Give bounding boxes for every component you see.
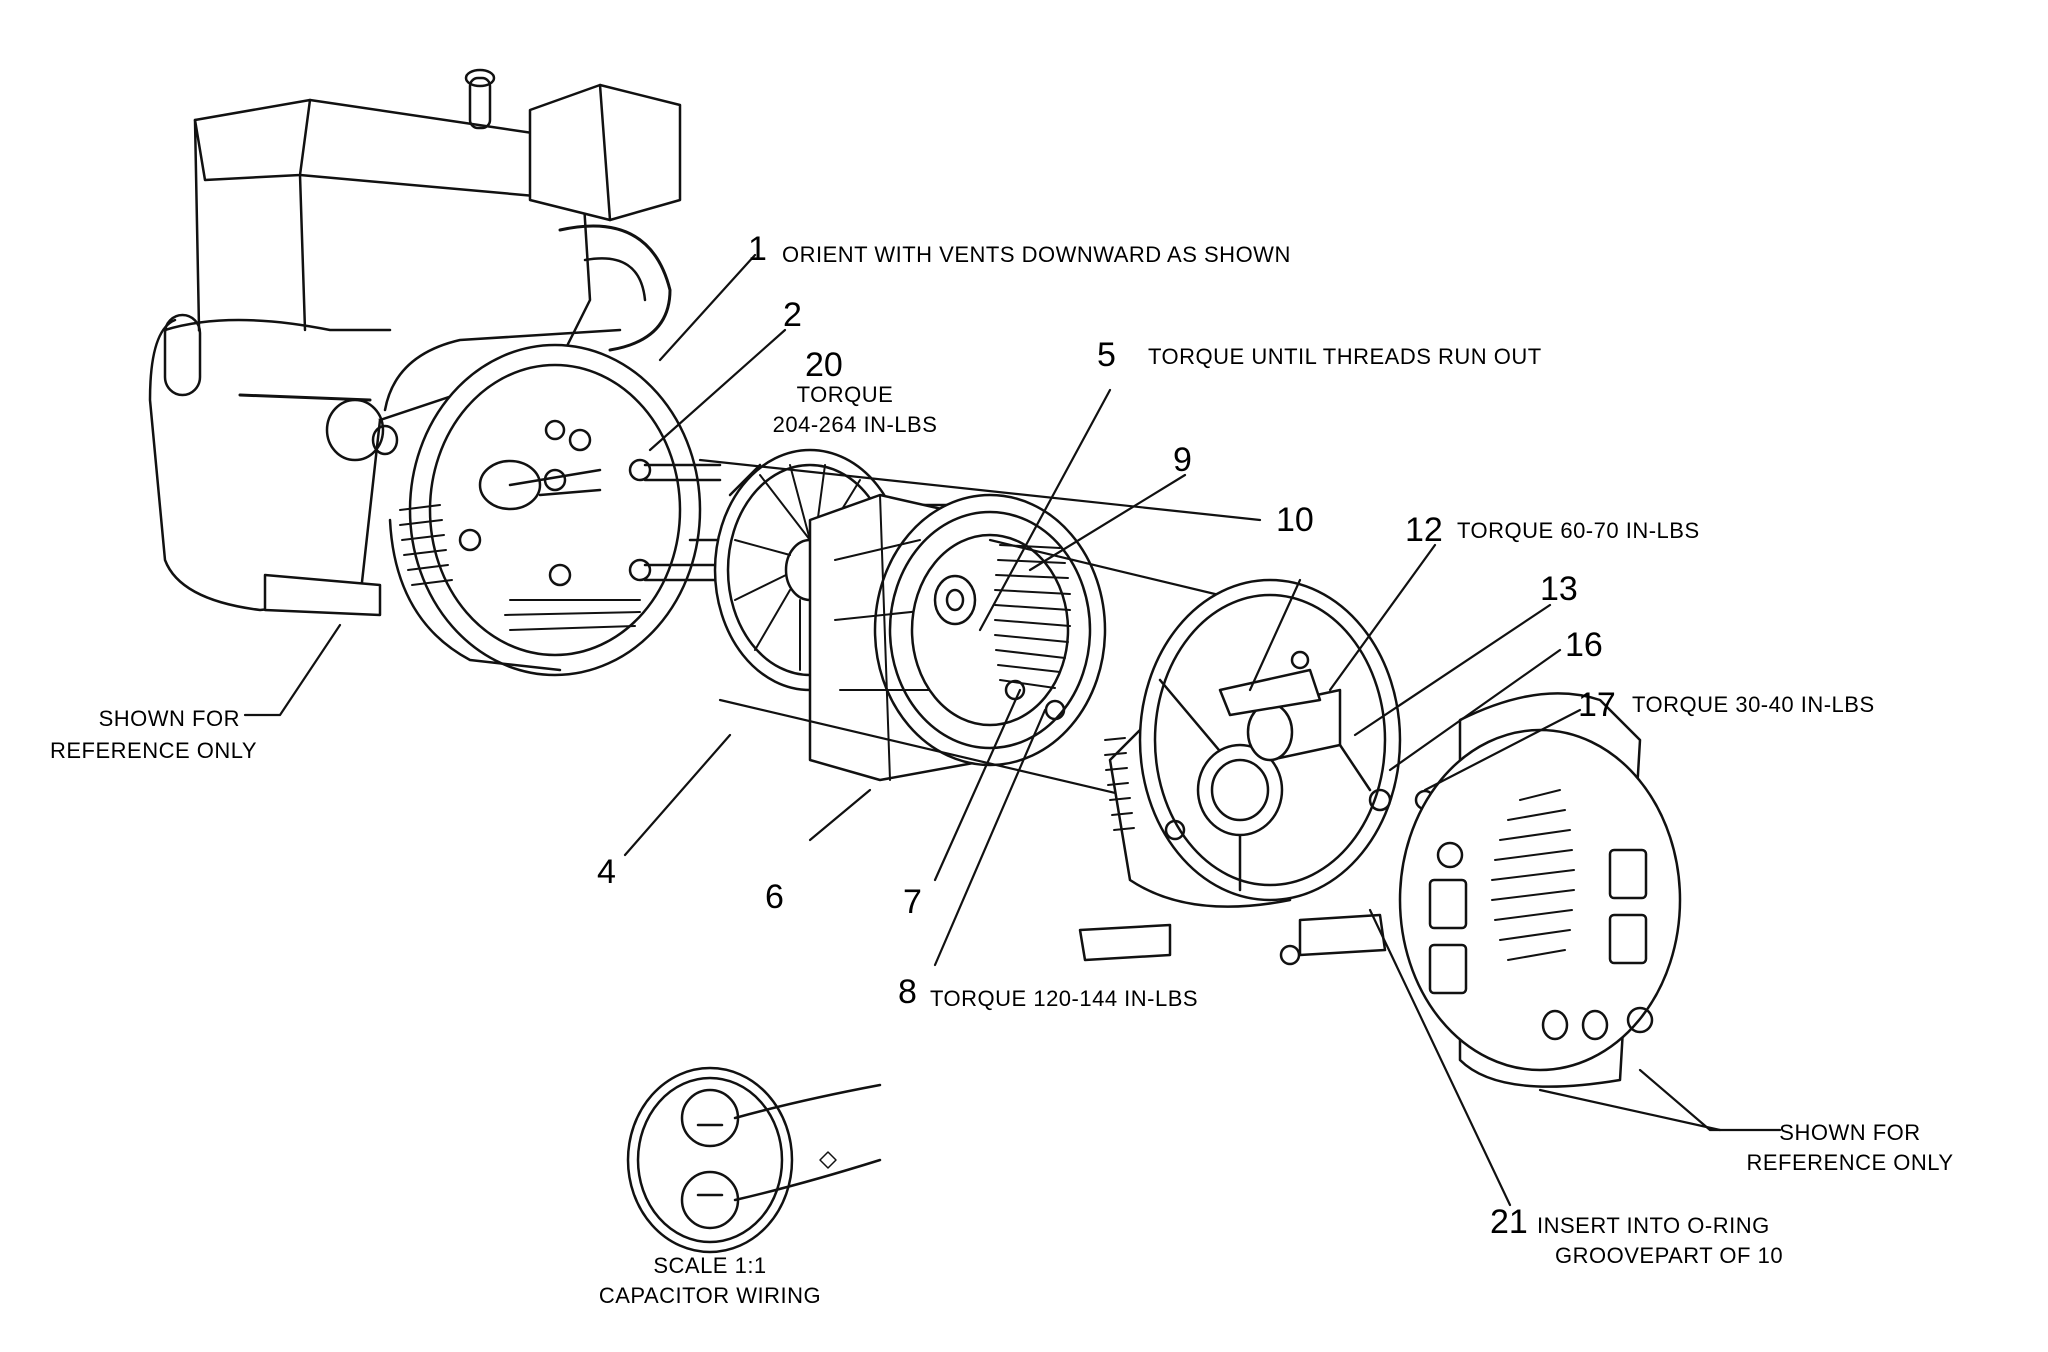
end-housing-part-10	[1078, 578, 1402, 962]
callout-7-number: 7	[903, 883, 922, 921]
capacitor-wiring-inset	[626, 1066, 882, 1254]
callout-20-number: 20	[805, 346, 843, 384]
callout-8-number: 8	[898, 973, 917, 1011]
capacitor-scale-label: SCALE 1:1	[653, 1253, 767, 1278]
rotor-part-7	[910, 533, 1071, 727]
callout-20-note-line1: TORQUE	[796, 382, 894, 407]
callout-21-note-line1: INSERT INTO O-RING	[1537, 1213, 1770, 1238]
callout-12-number: 12	[1405, 511, 1443, 549]
capacitor-wiring-label: CAPACITOR WIRING	[598, 1283, 822, 1308]
callout-1-note: ORIENT WITH VENTS DOWNWARD AS SHOWN	[782, 242, 1291, 267]
callout-16-number: 16	[1565, 626, 1603, 664]
callout-6-number: 6	[765, 878, 784, 916]
callout-10-number: 10	[1276, 501, 1314, 539]
callout-21-number: 21	[1490, 1203, 1528, 1241]
callout-5-note: TORQUE UNTIL THREADS RUN OUT	[1148, 344, 1542, 369]
callout-20-note-line2: 204-264 IN-LBS	[772, 412, 938, 437]
callout-1-number: 1	[748, 230, 767, 268]
callout-17-note: TORQUE 30-40 IN-LBS	[1632, 692, 1875, 717]
reference-left-line1: SHOWN FOR	[98, 706, 240, 731]
callout-5-number: 5	[1097, 336, 1116, 374]
callout-12-note: TORQUE 60-70 IN-LBS	[1457, 518, 1700, 543]
capacitor-part-13	[1164, 650, 1436, 966]
callout-8-note: TORQUE 120-144 IN-LBS	[930, 986, 1199, 1011]
end-cover-reference	[1398, 692, 1682, 1088]
engine-reference	[148, 68, 682, 617]
reference-right-line2: REFERENCE ONLY	[1746, 1150, 1954, 1175]
reference-right-line1: SHOWN FOR	[1779, 1120, 1921, 1145]
end-bell-part-1	[383, 328, 702, 677]
callout-13-number: 13	[1540, 570, 1578, 608]
callout-4-number: 4	[597, 853, 616, 891]
reference-left-line2: REFERENCE ONLY	[50, 738, 258, 763]
callout-17-number: 17	[1578, 686, 1616, 724]
callout-21-note-line2: GROOVEPART OF 10	[1555, 1243, 1784, 1268]
callout-2-number: 2	[783, 296, 802, 334]
leader-lines	[243, 253, 1782, 1207]
callout-9-number: 9	[1173, 441, 1192, 479]
